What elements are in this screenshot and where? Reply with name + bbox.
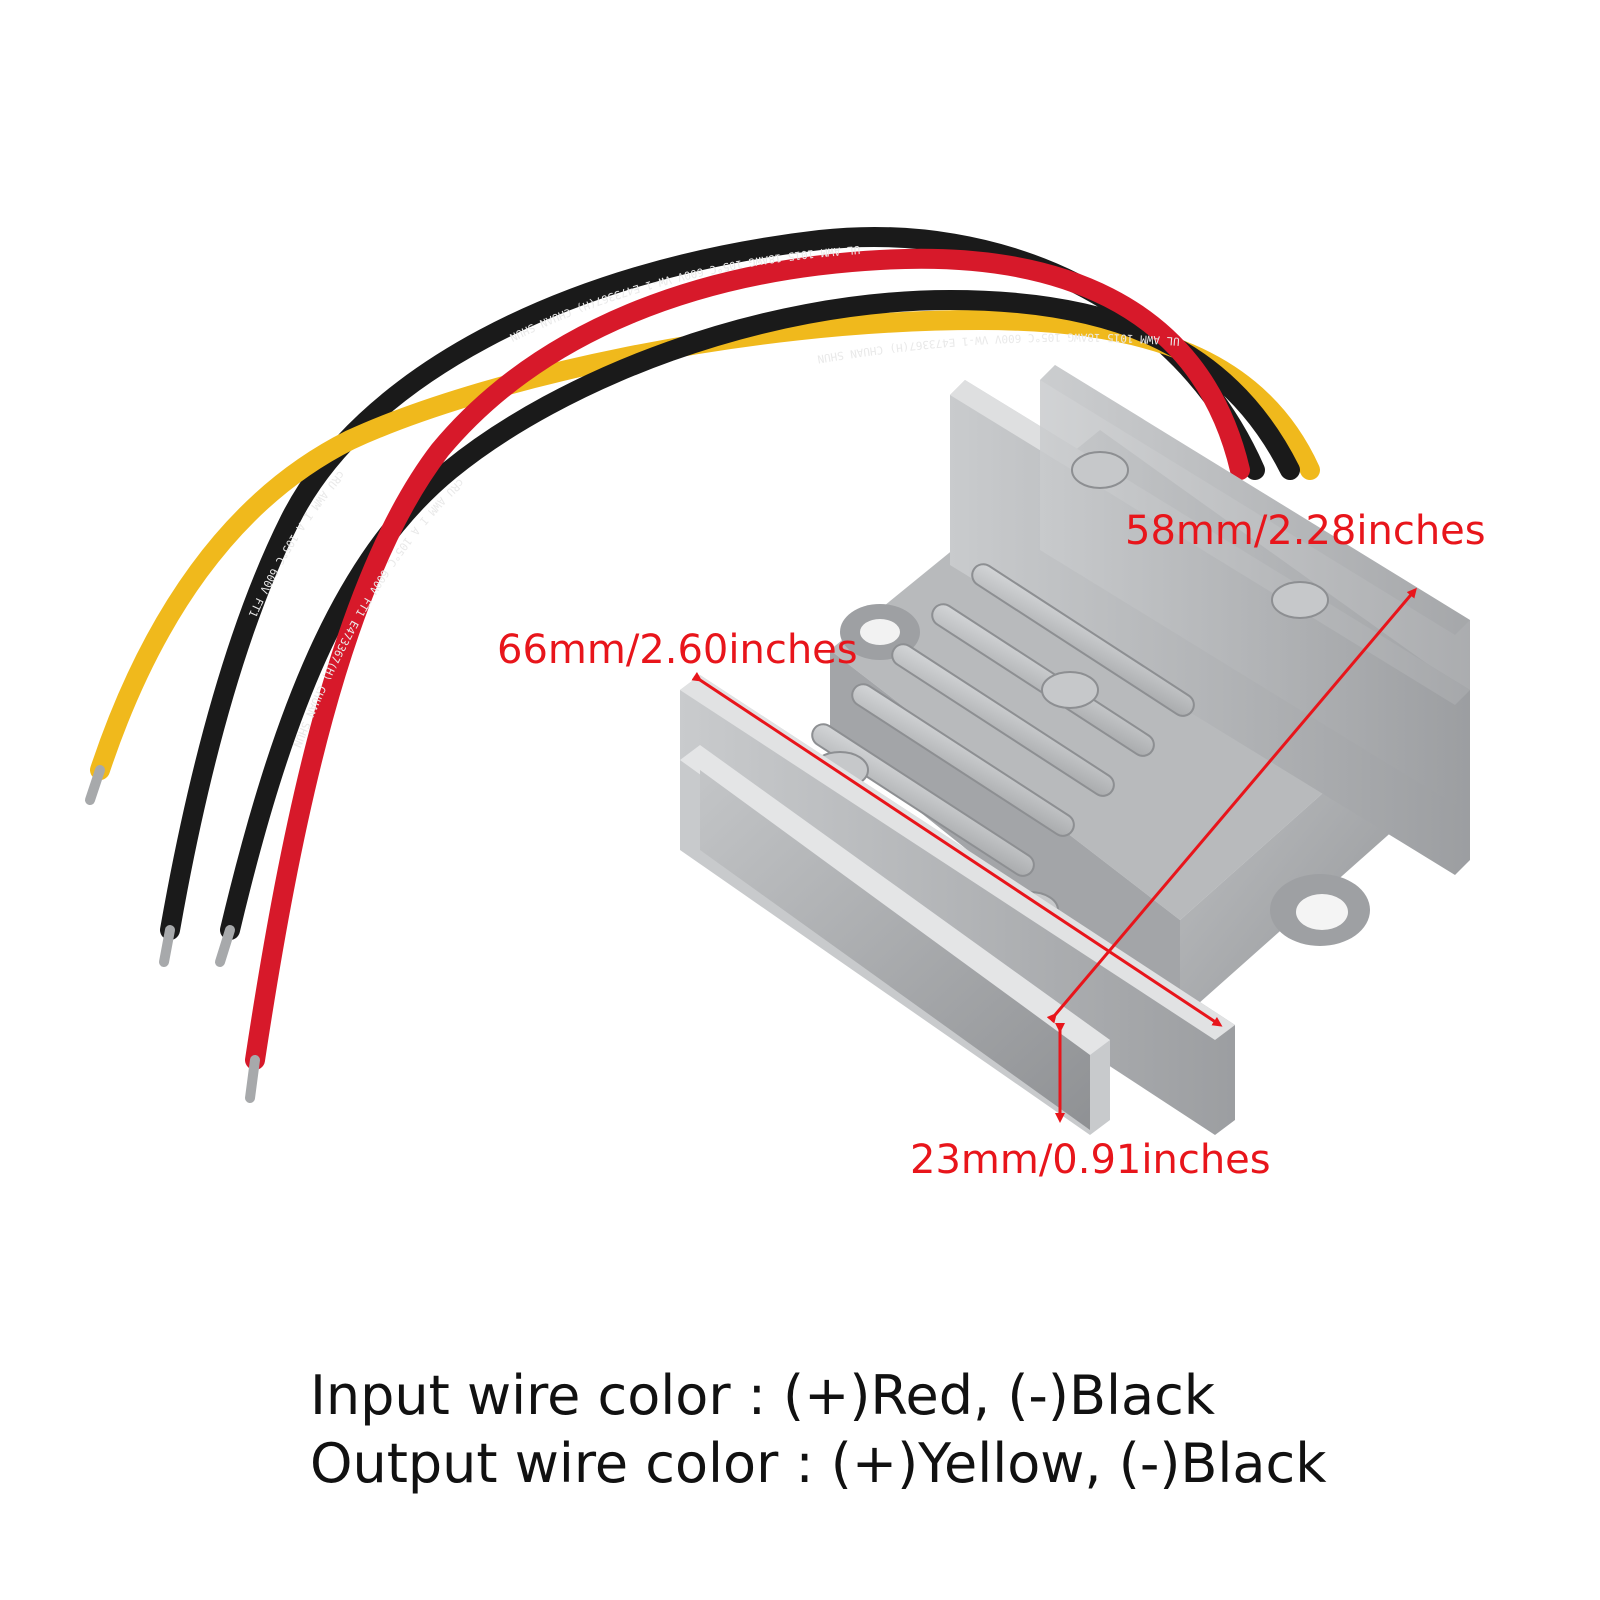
output-wire-caption: Output wire color : (+)Yellow, (-)Black: [310, 1432, 1327, 1495]
svg-text:cRU AWM I A 105°C 600V FT1 E47: cRU AWM I A 105°C 600V FT1 E473367(H) CH…: [290, 476, 466, 749]
dimension-annotations: [691, 587, 1417, 1123]
mounting-hole-left-bore: [860, 619, 900, 645]
black-wire-1-tip: [159, 925, 175, 967]
wire-print-line-2: UL AWM 1015 18AWG 105°C 600V VW-1 E47336…: [816, 331, 1180, 366]
width-dimension-label: 66mm/2.60inches: [497, 627, 858, 673]
yellow-wire-tip: [85, 765, 105, 805]
converter-housing: [680, 365, 1470, 1135]
mounting-hole-right-bore: [1296, 894, 1348, 930]
black-wire-2-tip: [215, 925, 235, 967]
height-dimension-label: 23mm/0.91inches: [910, 1137, 1271, 1183]
wire-print-line-3: cRU AWM I A 105°C 600V FT1 E473367(H) CH…: [290, 476, 466, 749]
input-wire-caption: Input wire color : (+)Red, (-)Black: [310, 1364, 1216, 1427]
wire-bundle: [85, 227, 1320, 1103]
length-arrow: [1046, 587, 1417, 1024]
red-wire: [245, 248, 1250, 1070]
length-dimension-label: 58mm/2.28inches: [1125, 508, 1486, 554]
svg-text:UL AWM 1015 18AWG 105°C 600V V: UL AWM 1015 18AWG 105°C 600V VW-1 E47336…: [816, 331, 1180, 366]
red-wire-tip: [245, 1055, 260, 1103]
